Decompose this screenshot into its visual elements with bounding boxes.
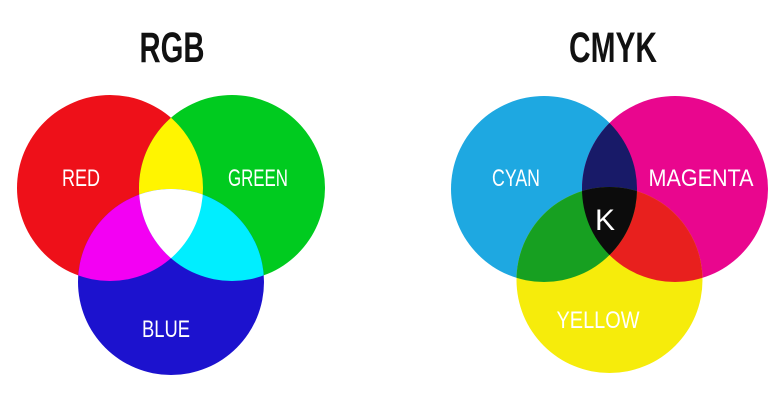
red-circle-label: RED (62, 165, 100, 192)
cyan-circle-label: CYAN (492, 165, 540, 192)
key-black-label: K (595, 204, 615, 237)
green-circle-label: GREEN (228, 165, 288, 192)
green-blue-overlap (139, 189, 264, 281)
blue-circle-label: BLUE (142, 316, 190, 343)
yellow-circle-label: YELLOW (557, 307, 640, 334)
red-blue-overlap (78, 189, 203, 281)
cmyk-title: CMYK (569, 24, 657, 72)
rgb-diagram: RGB RED GREEN BLUE (17, 24, 325, 375)
cmyk-diagram: CMYK CYAN MAGENTA YELLOW K (451, 24, 768, 373)
rgb-title: RGB (140, 24, 205, 72)
magenta-circle-label: MAGENTA (649, 165, 754, 192)
